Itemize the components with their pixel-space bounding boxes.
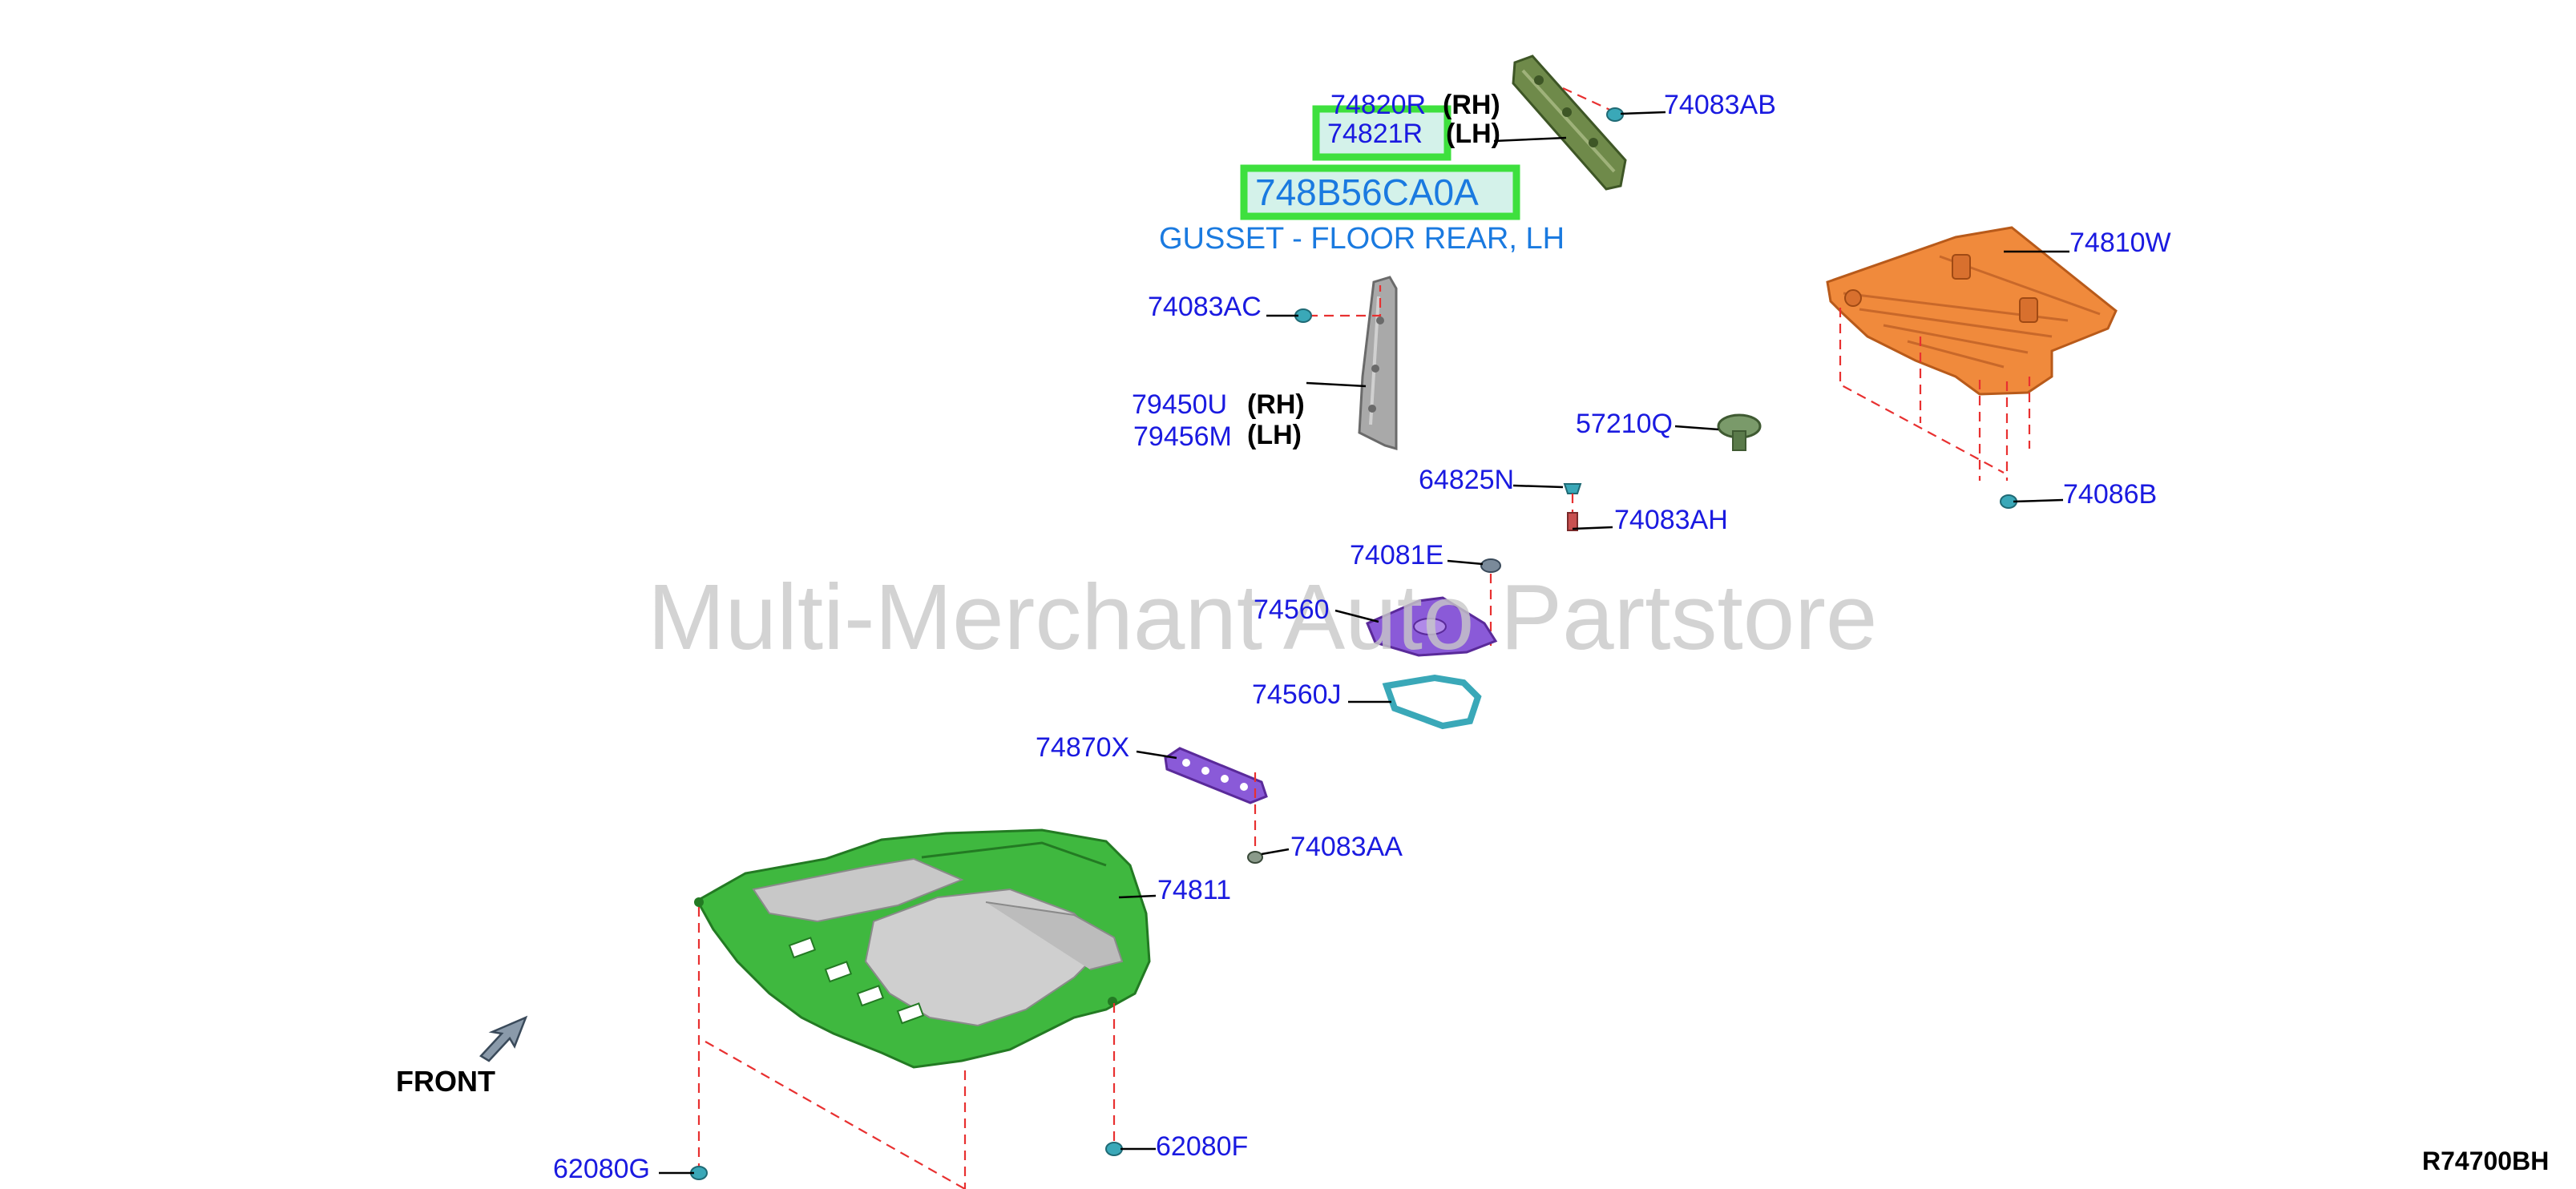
callout-74820R-side: (RH): [1443, 90, 1500, 120]
callout-74870X[interactable]: 74870X: [1036, 732, 1129, 763]
watermark: Multi-Merchant Auto Partstore: [648, 565, 1877, 669]
screw-74081E-part[interactable]: [1480, 558, 1501, 573]
callout-74083AA[interactable]: 74083AA: [1290, 832, 1403, 862]
callout-74083AB[interactable]: 74083AB: [1664, 90, 1776, 120]
callout-74560J[interactable]: 74560J: [1252, 679, 1342, 710]
gusset-floor-rear-part[interactable]: [1512, 54, 1627, 191]
selected-part-number[interactable]: 748B56CA0A: [1255, 171, 1479, 213]
callout-74820R[interactable]: 74820R: [1330, 90, 1426, 120]
leader-line: [1334, 609, 1379, 623]
leader-line: [1674, 425, 1719, 431]
leader-line: [1447, 559, 1484, 566]
leader-dash: [1562, 87, 1616, 113]
callout-79456M[interactable]: 79456M: [1133, 421, 1232, 452]
leader-dash: [697, 907, 1116, 1189]
callout-74811[interactable]: 74811: [1157, 875, 1231, 905]
leader-line: [1118, 894, 1157, 899]
leader-line: [1261, 848, 1290, 856]
bracket-74870X-part[interactable]: [1164, 747, 1268, 804]
leader-line: [1620, 111, 1666, 115]
diagram-code: R74700BH: [2422, 1147, 2549, 1175]
callout-74560[interactable]: 74560: [1254, 594, 1330, 625]
callout-79450U[interactable]: 79450U: [1132, 389, 1227, 420]
rear-under-cover-part[interactable]: [1826, 226, 2118, 396]
callout-64825N[interactable]: 64825N: [1419, 465, 1514, 495]
callout-74810W[interactable]: 74810W: [2069, 228, 2171, 258]
callout-74081E[interactable]: 74081E: [1350, 540, 1443, 570]
leader-line: [1493, 136, 1567, 143]
callout-74086B[interactable]: 74086B: [2063, 479, 2157, 510]
leader-line: [1512, 484, 1564, 489]
callout-74821R[interactable]: 74821R: [1327, 119, 1423, 149]
callout-79456M-side: (LH): [1247, 420, 1302, 450]
engine-under-cover-part[interactable]: [694, 828, 1151, 1069]
bumper-57210Q-part[interactable]: [1717, 413, 1762, 451]
leader-dash: [1839, 308, 2031, 481]
leader-line: [1306, 381, 1367, 388]
clip-74083AA-part[interactable]: [1247, 851, 1263, 864]
callout-74821R-side: (LH): [1446, 119, 1500, 149]
leader-dash: [1308, 285, 1382, 317]
front-arrow-icon: [479, 1015, 528, 1062]
leader-line: [1136, 750, 1177, 760]
front-label: FRONT: [396, 1065, 495, 1098]
clip-62080F-part[interactable]: [1105, 1142, 1123, 1156]
callout-62080F[interactable]: 62080F: [1156, 1131, 1248, 1162]
selected-callout-highlight[interactable]: [1312, 105, 1452, 161]
bolt-74083AH-part[interactable]: [1567, 512, 1578, 531]
seal-74560J-part[interactable]: [1382, 674, 1482, 730]
clip-74083AB-part[interactable]: [1606, 107, 1624, 122]
callout-74083AH[interactable]: 74083AH: [1614, 505, 1728, 535]
selected-part-description: GUSSET - FLOOR REAR, LH: [1159, 222, 1565, 256]
callout-79450U-side: (RH): [1247, 389, 1305, 420]
leader-line: [2013, 498, 2064, 503]
side-bracket-part[interactable]: [1358, 276, 1398, 450]
callout-62080G[interactable]: 62080G: [553, 1154, 650, 1184]
clip-64825N-part[interactable]: [1563, 483, 1582, 494]
leader-line: [1572, 526, 1613, 530]
selected-part-number-highlight[interactable]: [1240, 164, 1520, 220]
plate-74560-part[interactable]: [1366, 596, 1498, 657]
callout-57210Q[interactable]: 57210Q: [1576, 409, 1673, 439]
callout-74083AC[interactable]: 74083AC: [1148, 292, 1262, 322]
